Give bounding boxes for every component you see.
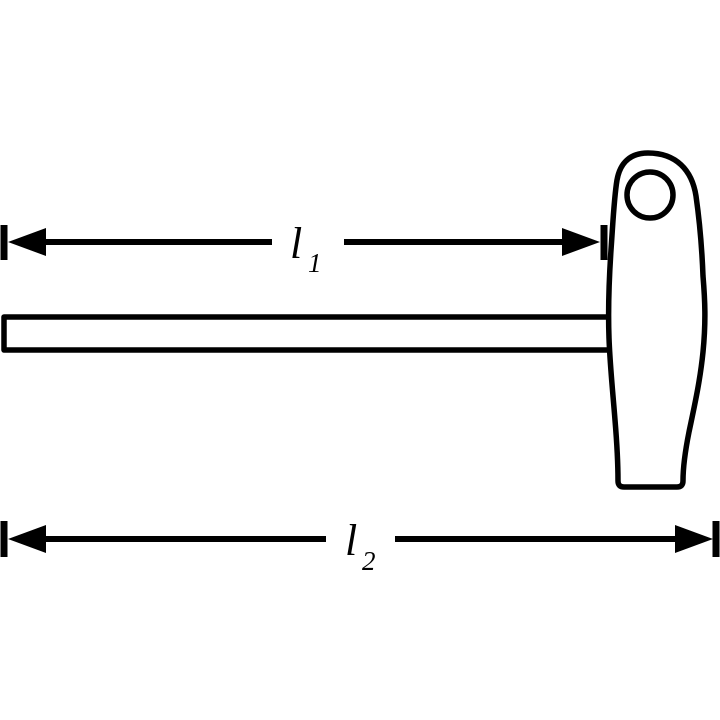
dimension-l1-label-subscript: 1 [308, 248, 322, 278]
shaft-outline [1, 314, 615, 353]
dimension-l2-left-arrowhead [8, 525, 46, 553]
dimension-l2-label: l [345, 516, 357, 565]
dimension-l1: l 1 [0, 219, 608, 278]
dimension-l2-right-arrowhead [675, 525, 713, 553]
dimension-l1-right-arrowhead [562, 228, 600, 256]
tool-handle [605, 150, 708, 490]
dimension-l2-label-subscript: 2 [362, 546, 376, 576]
tool-shaft [1, 314, 615, 353]
dimension-l1-label: l [290, 219, 302, 268]
dimension-l1-left-arrowhead [8, 228, 46, 256]
handle-outline [605, 150, 708, 490]
hanging-hole-icon [624, 169, 676, 221]
dimension-l2: l 2 [0, 516, 720, 576]
